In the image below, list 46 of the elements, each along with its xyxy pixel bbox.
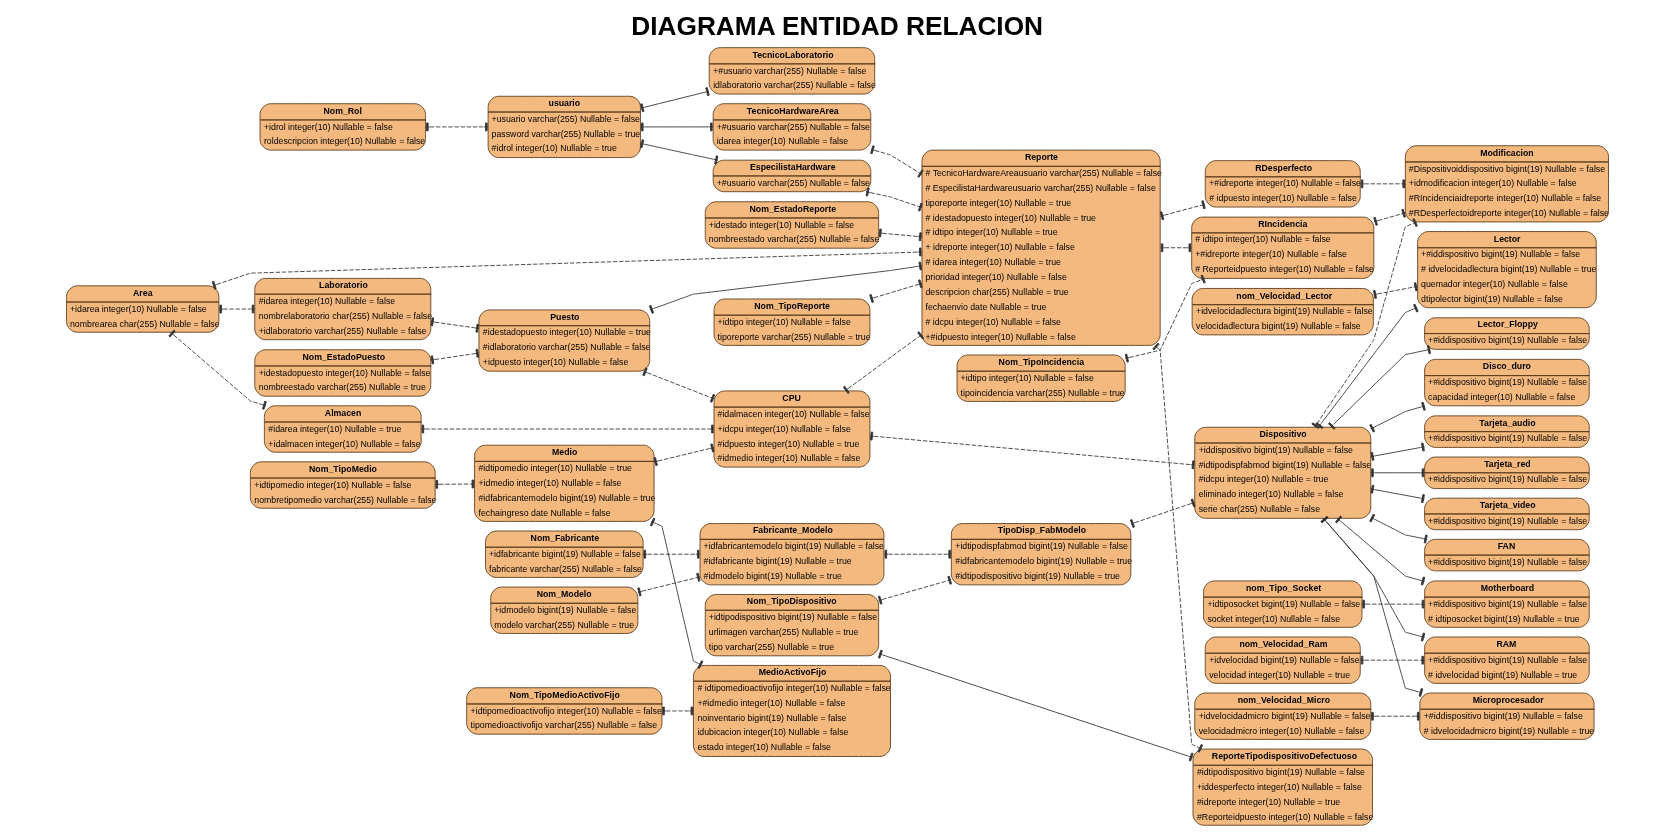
connector [1314,303,1419,430]
connector [877,575,952,605]
connector [1372,282,1418,299]
connector [1334,515,1425,586]
connector [648,261,922,314]
connector [636,572,700,597]
connector [1368,401,1426,433]
connector [1310,218,1418,429]
connector [877,649,1194,762]
connector [1159,243,1192,253]
diagram-title: DIAGRAMA ENTIDAD RELACION [630,11,1043,42]
connector [1372,208,1406,226]
connector [434,479,475,489]
connector [1124,274,1206,363]
connector [1369,442,1425,461]
connector [869,145,924,178]
connector [868,279,923,303]
connector [1369,711,1420,721]
connector [1359,179,1406,189]
connector [639,139,718,165]
connector [1369,468,1425,478]
connector [842,331,924,394]
connector [1359,655,1425,665]
connector [1159,200,1206,221]
connector [1368,513,1428,544]
connector [869,431,1195,470]
connector [639,122,713,132]
connector [883,549,952,559]
connector [1151,342,1203,753]
connector [639,87,710,113]
connector [865,187,923,212]
connector [661,706,694,716]
connector [649,517,703,669]
connector [167,329,267,410]
connector [429,317,479,333]
connector [1369,484,1425,503]
connector [1129,498,1196,528]
connector [211,247,922,290]
connector [420,424,714,434]
connector [429,348,479,365]
connector [653,443,714,466]
connector [424,122,488,132]
connector [1327,345,1431,430]
connector [641,367,715,403]
connector [877,228,922,242]
connector [642,549,700,559]
